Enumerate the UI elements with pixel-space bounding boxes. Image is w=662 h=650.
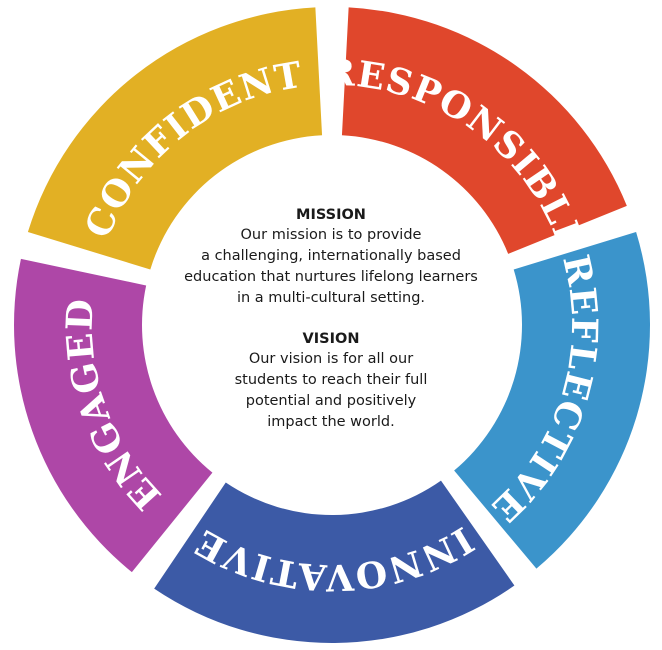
- vision-line: Our vision is for all our: [248, 351, 414, 367]
- segment-responsible: [341, 7, 627, 254]
- vision-line: students to reach their full: [234, 372, 428, 388]
- vision-line: impact the world.: [267, 414, 395, 430]
- segment-engaged: [13, 258, 213, 573]
- vision-title: VISION: [302, 331, 360, 347]
- mission-line: a challenging, internationally based: [201, 248, 461, 264]
- mission-line: in a multi-cultural setting.: [236, 290, 426, 306]
- mission-vision-panel: MISSION Our mission is to provide a chal…: [150, 205, 512, 433]
- mission-line: education that nurtures lifelong learner…: [184, 269, 478, 285]
- segment-confident: [27, 7, 323, 270]
- segment-reflective: [454, 232, 651, 569]
- vision-line: potential and positively: [245, 393, 417, 409]
- mission-line: Our mission is to provide: [240, 227, 422, 243]
- segment-innovative: [154, 480, 515, 643]
- mission-title: MISSION: [296, 207, 366, 223]
